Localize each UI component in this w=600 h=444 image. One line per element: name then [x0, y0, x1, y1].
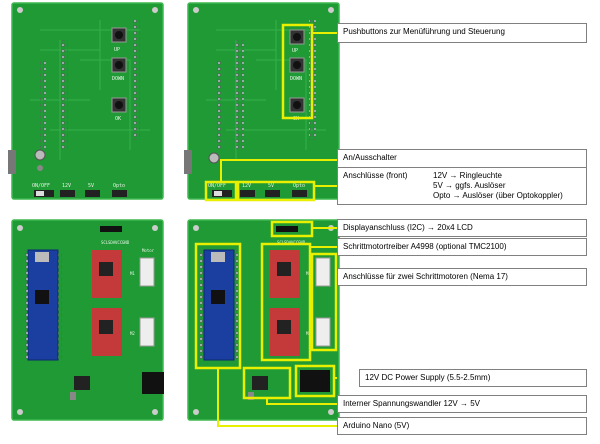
- jack-icon: [8, 150, 16, 174]
- stepper-driver-1-icon: [92, 250, 122, 298]
- callout-power-text: 12V DC Power Supply (5.5-2.5mm): [365, 373, 491, 382]
- silk-m1: M1: [130, 271, 135, 276]
- motor-connector-2-icon: [315, 317, 331, 347]
- jack-icon: [184, 150, 192, 174]
- silk-12v: 12V: [242, 183, 251, 189]
- silk-5v: 5V: [88, 183, 94, 189]
- callout-anschluesse-12v: 12V → Ringleuchte: [433, 171, 502, 180]
- callout-anaus: An/Ausschalter: [337, 149, 587, 168]
- highlight-drivers: [260, 242, 312, 362]
- silk-down: DOWN: [112, 76, 124, 82]
- callout-display-text: Displayanschluss (I2C) → 20x4 LCD: [343, 223, 473, 232]
- silk-m1: M1: [306, 271, 311, 276]
- highlight-motors: [310, 252, 338, 352]
- pushbutton-ok-icon: [289, 97, 305, 113]
- highlight-connectors: [236, 180, 316, 202]
- connector-12v-icon: [240, 190, 255, 197]
- callout-anschluesse-opto: Opto → Auslöser (über Optokoppler): [433, 191, 563, 200]
- switch-knob-icon: [34, 149, 46, 161]
- silk-12v: 12V: [62, 183, 71, 189]
- motor-connector-1-icon: [315, 257, 331, 287]
- connector-12v-icon: [60, 190, 75, 197]
- callout-display: Displayanschluss (I2C) → 20x4 LCD: [337, 219, 587, 237]
- arduino-nano-icon: [24, 249, 62, 361]
- silk-sda: SDA: [284, 240, 292, 245]
- callout-motors-text: Anschlüsse für zwei Schrittmotoren (Nema…: [343, 272, 508, 281]
- silk-down: DOWN: [290, 76, 302, 82]
- connector-opto-icon: [112, 190, 127, 197]
- silk-5v: 5V: [268, 183, 274, 189]
- voltage-regulator-icon: [74, 376, 90, 390]
- callout-regulator: Interner Spannungswandler 12V → 5V: [337, 395, 587, 413]
- callout-driver: Schrittmotortreiber A4998 (optional TMC2…: [337, 238, 587, 256]
- callout-motors: Anschlüsse für zwei Schrittmotoren (Nema…: [337, 268, 587, 286]
- board-bottom-right: SCL SDA VCC GND M1 M2: [187, 219, 340, 421]
- motor-connector-2-icon: [139, 317, 155, 347]
- silk-m2: M2: [306, 331, 311, 336]
- stepper-driver-2-icon: [92, 308, 122, 356]
- stepper-driver-2-icon: [270, 308, 300, 356]
- switch-knob-icon: [208, 152, 220, 164]
- silk-up: UP: [114, 47, 120, 53]
- silk-gnd: GND: [122, 240, 130, 245]
- silk-sda: SDA: [108, 240, 116, 245]
- board-bottom-left: SCL SDA VCC GND Motor M1 M2: [11, 219, 164, 421]
- callout-driver-text: Schrittmotortreiber A4998 (optional TMC2…: [343, 242, 507, 251]
- callout-arduino: Arduino Nano (5V): [337, 417, 587, 435]
- connector-opto-icon: [292, 190, 307, 197]
- silk-motor: Motor: [142, 248, 155, 253]
- power-jack-icon: [142, 372, 164, 394]
- silk-onoff: ON/OFF: [32, 183, 50, 189]
- callout-arduino-text: Arduino Nano (5V): [343, 421, 410, 430]
- silk-m2: M2: [130, 331, 135, 336]
- silk-gnd: GND: [298, 240, 306, 245]
- silk-vcc: VCC: [115, 240, 123, 245]
- pushbutton-down-icon: [289, 57, 305, 73]
- silk-ok: OK: [115, 116, 121, 122]
- silk-vcc: VCC: [291, 240, 299, 245]
- motor-connector-1-icon: [139, 257, 155, 287]
- callout-regulator-text: Interner Spannungswandler 12V → 5V: [343, 399, 480, 408]
- silk-scl: SCL: [277, 240, 285, 245]
- stepper-driver-1-icon: [270, 250, 300, 298]
- silk-up: UP: [292, 48, 298, 54]
- i2c-header-icon: [276, 226, 298, 232]
- callout-pushbuttons-text: Pushbuttons zur Menüführung und Steuerun…: [343, 27, 505, 36]
- highlight-power: [294, 364, 336, 398]
- arduino-nano-icon: [200, 249, 238, 361]
- silk-onoff: ON/OFF: [208, 183, 226, 189]
- highlight-pushbuttons: [281, 23, 314, 120]
- callout-anschluesse-title: Anschlüsse (front): [343, 171, 408, 180]
- power-jack-icon: [300, 370, 330, 392]
- callout-pushbuttons: Pushbuttons zur Menüführung und Steuerun…: [337, 23, 587, 43]
- connector-5v-icon: [85, 190, 100, 197]
- board-top-left: UP DOWN OK ON/OFF 12V 5V Opto: [8, 2, 164, 200]
- silk-opto: Opto: [293, 183, 305, 189]
- pushbutton-ok-icon: [111, 97, 127, 113]
- silk-scl: SCL: [101, 240, 109, 245]
- callout-anschluesse-5v: 5V → ggfs. Auslöser: [433, 181, 506, 190]
- voltage-regulator-icon: [252, 376, 268, 390]
- callout-anaus-text: An/Ausschalter: [343, 153, 397, 162]
- callout-power: 12V DC Power Supply (5.5-2.5mm): [359, 369, 587, 387]
- pushbutton-up-icon: [289, 29, 305, 45]
- i2c-header-icon: [100, 226, 122, 232]
- connector-5v-icon: [265, 190, 280, 197]
- pushbutton-up-icon: [111, 27, 127, 43]
- pushbutton-down-icon: [111, 57, 127, 73]
- callout-anschluesse: Anschlüsse (front) 12V → Ringleuchte 5V …: [337, 167, 587, 205]
- silk-opto: Opto: [113, 183, 125, 189]
